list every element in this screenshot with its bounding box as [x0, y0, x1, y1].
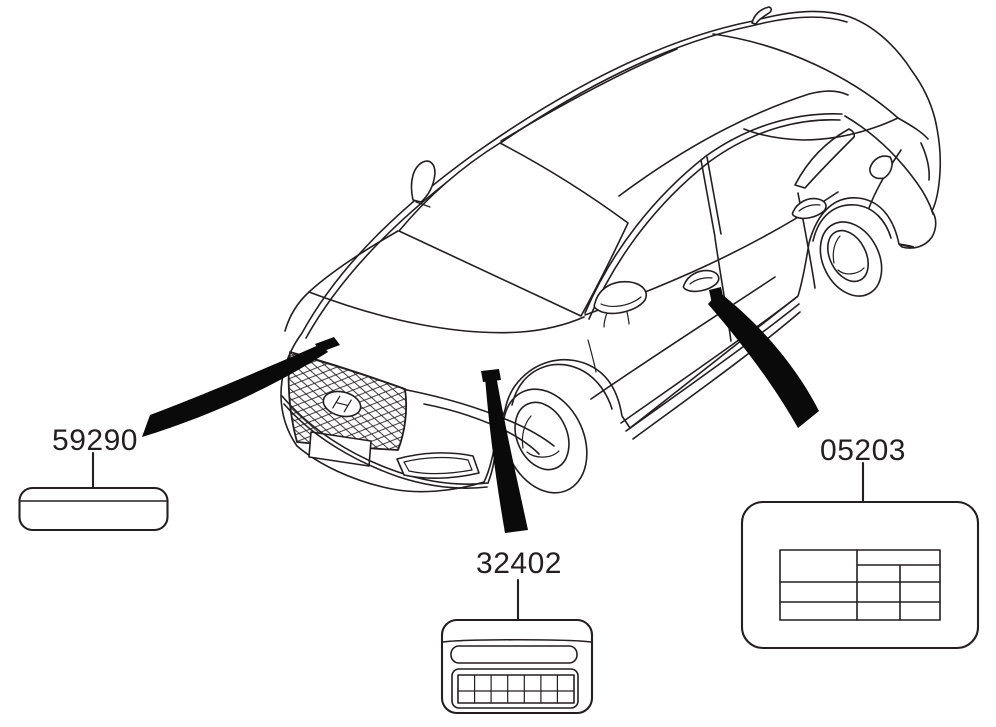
bumper-lip-lower	[283, 403, 488, 489]
bumper-lip-upper	[281, 395, 489, 485]
vehicle-illustration	[280, 6, 942, 494]
trunk-deck-edge	[743, 117, 899, 141]
front-fender-lip	[511, 363, 613, 410]
rear-door-handle	[791, 197, 827, 220]
headlamp-upper-line	[406, 389, 555, 447]
callout-59290: 59290	[18, 424, 169, 532]
trunk-corner	[897, 117, 930, 181]
far-body-edge	[284, 230, 399, 332]
callout-05203: 05203	[740, 434, 980, 650]
fog-lamp	[396, 452, 480, 479]
label-sticker-32402	[440, 618, 594, 715]
rear-fender-lip	[812, 204, 892, 242]
front-door-handle	[682, 269, 720, 293]
near-side-mirror	[593, 280, 647, 328]
front-door-seam	[714, 237, 732, 342]
part-number-32402[interactable]: 32402	[476, 547, 562, 580]
leader-swoosh-05203	[708, 292, 819, 428]
drip-rail-near-inner	[588, 119, 841, 320]
label-grid	[451, 668, 579, 709]
rocker-sill-lines	[620, 296, 801, 440]
rear-fender-crease	[868, 149, 902, 209]
c-pillar-sail-crease	[844, 115, 934, 215]
leader-swoosh-32402	[485, 375, 528, 533]
label-sticker-05203	[740, 500, 980, 650]
part-number-05203[interactable]: 05203	[820, 434, 906, 467]
callout-32402: 32402	[440, 547, 594, 715]
hood-side-crease	[308, 291, 585, 334]
rear-glass-lower-edge	[712, 33, 899, 119]
windshield	[398, 142, 629, 317]
drip-rail-near-outer	[584, 113, 843, 314]
b-pillar	[700, 156, 722, 238]
label-sticker-59290	[18, 486, 169, 532]
label-strip-slot	[450, 645, 578, 664]
fuel-door	[869, 155, 893, 180]
rear-hub-arc	[832, 235, 865, 275]
label-top-lip	[442, 638, 592, 643]
body-side-crease	[590, 276, 776, 400]
leader-swoosh-59290	[142, 344, 328, 437]
brand-logo	[322, 390, 362, 418]
label-spec-table	[779, 549, 941, 621]
roof-side-seam	[618, 90, 849, 197]
rear-rim	[827, 229, 869, 283]
sunroof-front-seam	[500, 48, 678, 142]
front-wheel	[502, 363, 613, 494]
far-side-mirror	[410, 160, 436, 208]
roof-drip-rail-far	[305, 16, 848, 339]
part-number-59290[interactable]: 59290	[52, 424, 138, 457]
fender-seam	[587, 339, 597, 373]
rear-wheel	[812, 204, 892, 297]
front-hub-arc	[521, 415, 560, 458]
antenna-fin	[751, 6, 773, 25]
headlamp-lower-line	[423, 403, 540, 455]
